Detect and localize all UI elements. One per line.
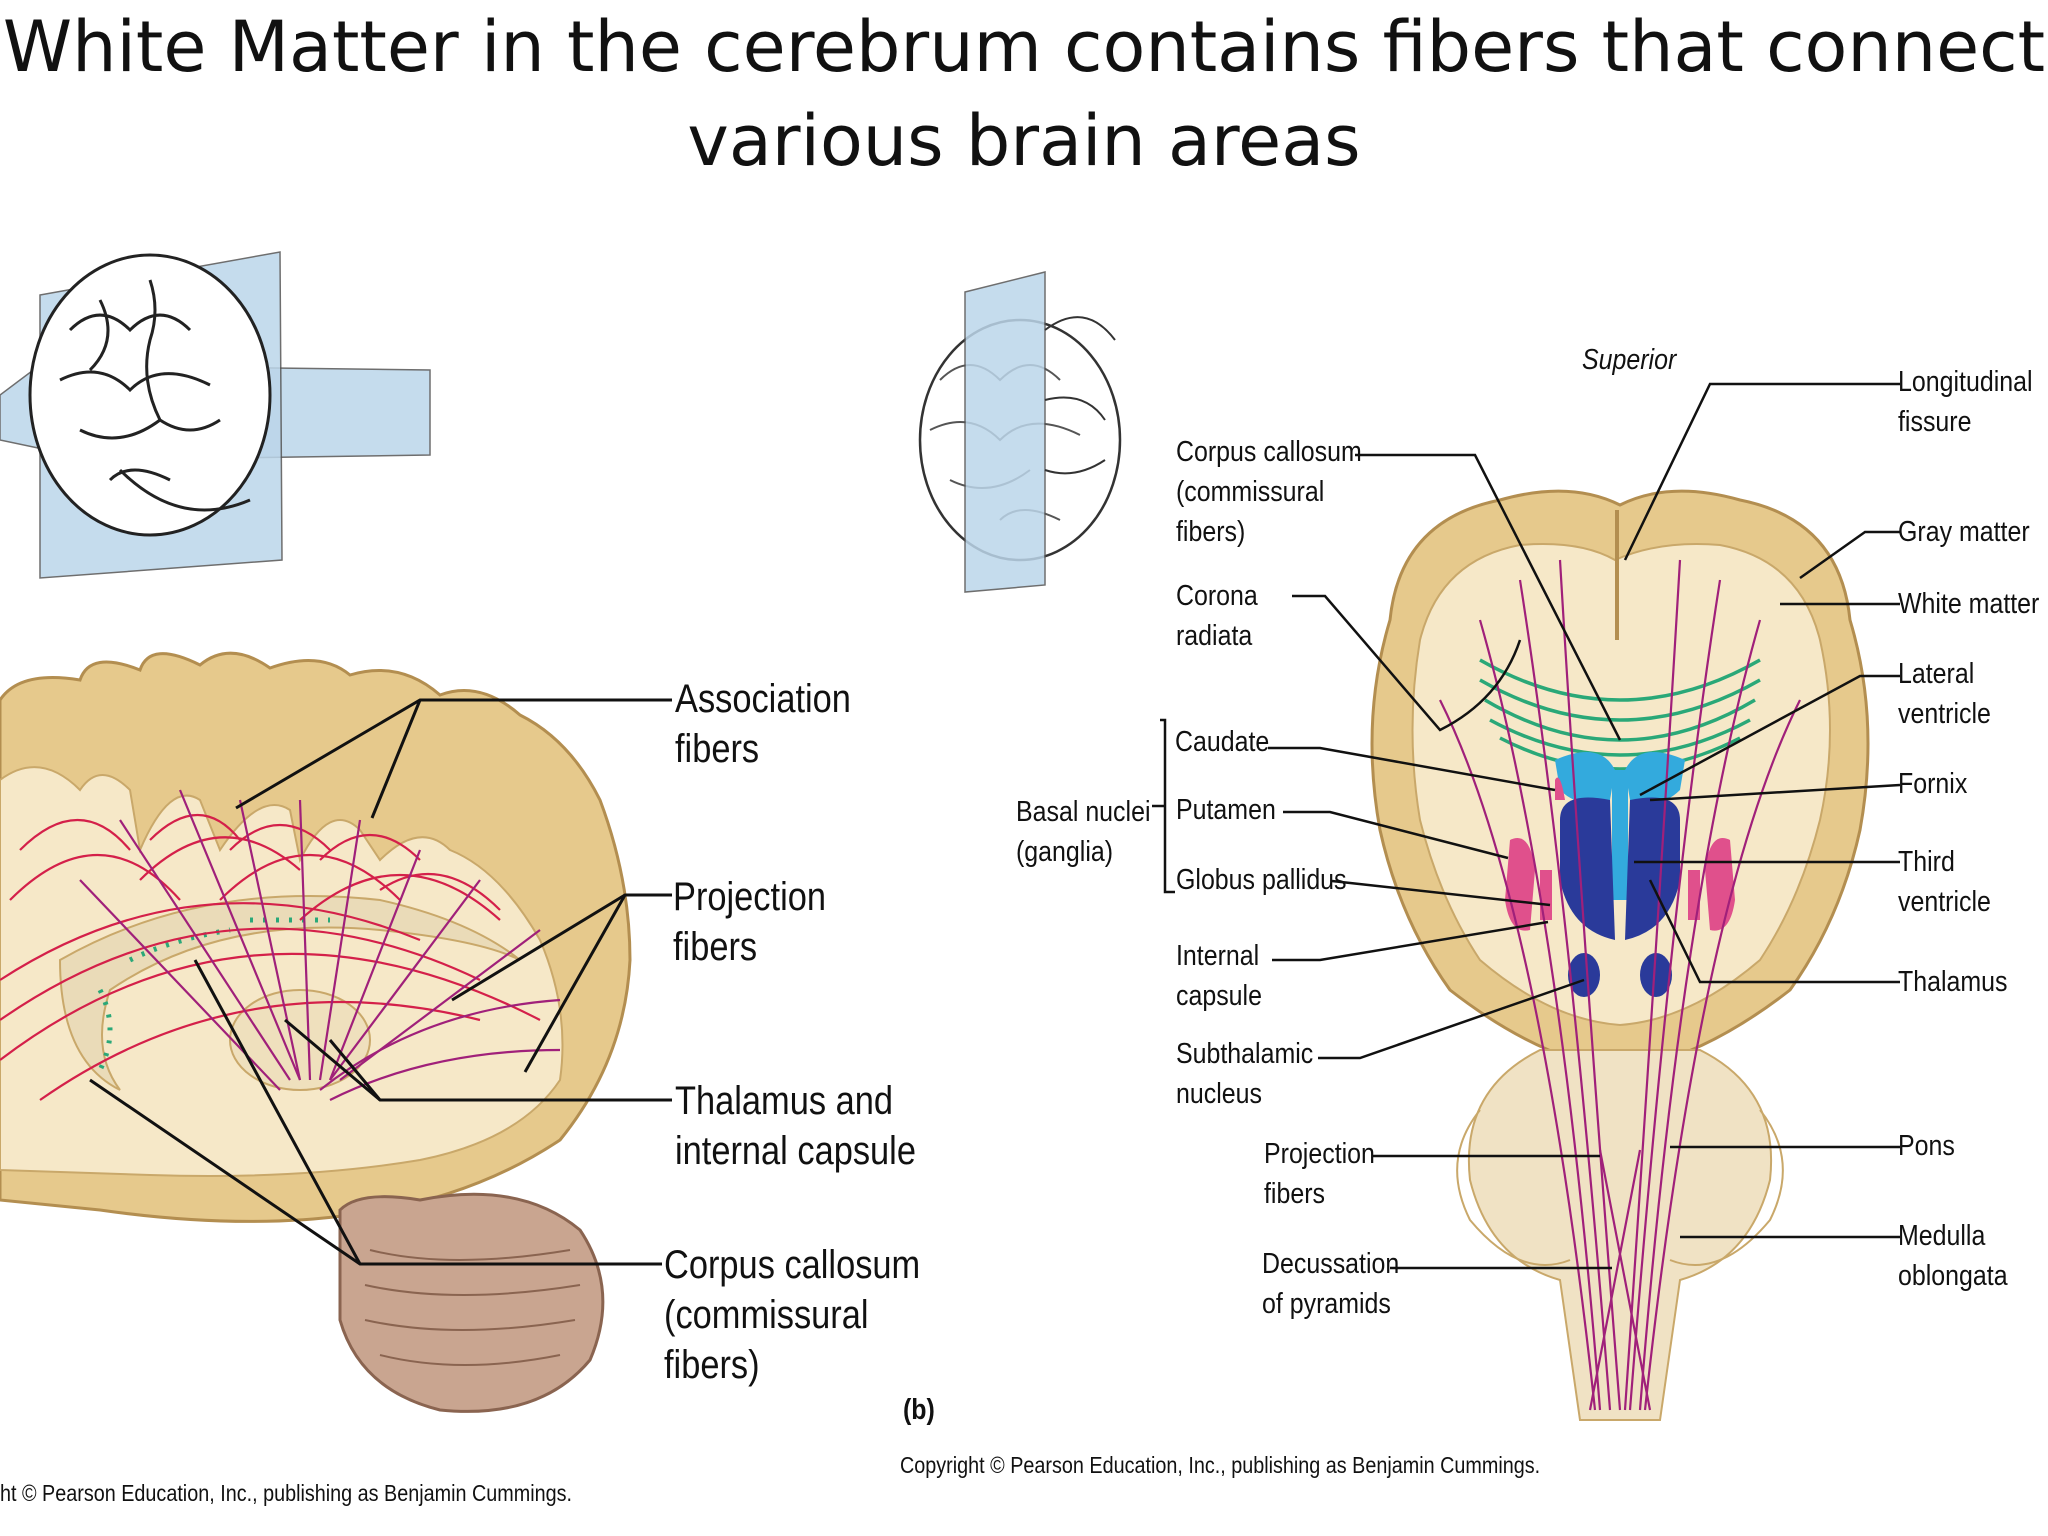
label-lateral-ventricle: Lateral ventricle: [1898, 654, 1991, 734]
label-association-fibers: Association fibers: [675, 674, 851, 774]
label-line: ventricle: [1898, 698, 1991, 730]
copyright-a: ht © Pearson Education, Inc., publishing…: [0, 1480, 573, 1506]
sagittal-brain-section: [0, 651, 632, 1413]
label-line: Third: [1898, 846, 1955, 878]
panel-letter-b: (b): [903, 1394, 935, 1426]
label-thalamus-internal-capsule: Thalamus and internal capsule: [675, 1076, 916, 1176]
label-subthalamic-nucleus: Subthalamic nucleus: [1176, 1034, 1313, 1114]
label-thalamus: Thalamus: [1898, 966, 2008, 998]
label-third-ventricle: Third ventricle: [1898, 842, 1991, 922]
label-line: Thalamus and: [675, 1079, 893, 1123]
label-pons: Pons: [1898, 1130, 1955, 1162]
label-line: Basal nuclei: [1016, 796, 1151, 828]
label-line: Lateral: [1898, 658, 1975, 690]
label-line: internal capsule: [675, 1129, 916, 1173]
label-line: Longitudinal: [1898, 366, 2033, 398]
label-superior: Superior: [1582, 344, 1677, 376]
copyright-b: Copyright © Pearson Education, Inc., pub…: [900, 1452, 1541, 1478]
label-line: ventricle: [1898, 886, 1991, 918]
label-corona-radiata: Corona radiata: [1176, 576, 1258, 656]
label-line: Projection: [1264, 1138, 1375, 1170]
label-line: (commissural: [664, 1293, 869, 1337]
label-medulla-oblongata: Medulla oblongata: [1898, 1216, 2008, 1296]
label-line: Subthalamic: [1176, 1038, 1314, 1070]
label-putamen: Putamen: [1176, 794, 1276, 826]
orientation-brain-b: [918, 271, 1122, 593]
label-line: fibers): [664, 1343, 760, 1387]
label-line: Corona: [1176, 580, 1258, 612]
panel-b-leaders: [1152, 382, 1901, 1270]
label-line: nucleus: [1176, 1078, 1262, 1110]
label-gray-matter: Gray matter: [1898, 516, 2030, 548]
label-line: fibers: [1264, 1178, 1325, 1210]
page-title: White Matter in the cerebrum contains fi…: [0, 0, 2048, 188]
label-line: fibers): [1176, 516, 1246, 548]
label-line: radiata: [1176, 620, 1253, 652]
label-line: (ganglia): [1016, 836, 1114, 868]
label-globus-pallidus: Globus pallidus: [1176, 864, 1347, 896]
label-line: Projection: [673, 875, 826, 919]
label-line: Decussation: [1262, 1248, 1400, 1280]
label-line: (commissural: [1176, 476, 1325, 508]
label-line: Association: [675, 677, 851, 721]
label-basal-nuclei: Basal nuclei (ganglia): [1016, 792, 1150, 872]
label-longitudinal-fissure: Longitudinal fissure: [1898, 362, 2033, 442]
label-line: Medulla: [1898, 1220, 1986, 1252]
orientation-brain-a: [0, 251, 431, 579]
coronal-brain-section: [1370, 489, 1870, 1421]
label-decussation: Decussation of pyramids: [1262, 1244, 1399, 1324]
label-line: Corpus callosum: [664, 1243, 921, 1287]
label-corpus-callosum-a: Corpus callosum (commissural fibers): [664, 1240, 920, 1390]
title-line-1: White Matter in the cerebrum contains fi…: [2, 6, 2046, 88]
label-corpus-callosum-b: Corpus callosum (commissural fibers): [1176, 432, 1362, 552]
label-line: fissure: [1898, 406, 1972, 438]
label-line: oblongata: [1898, 1260, 2008, 1292]
label-line: capsule: [1176, 980, 1262, 1012]
title-line-2: various brain areas: [687, 100, 1361, 182]
label-caudate: Caudate: [1175, 726, 1270, 758]
label-line: Corpus callosum: [1176, 436, 1362, 468]
label-projection-fibers-b: Projection fibers: [1264, 1134, 1375, 1214]
panel-a-leaders: [89, 698, 672, 1266]
label-internal-capsule: Internal capsule: [1176, 936, 1262, 1016]
label-line: Internal: [1176, 940, 1260, 972]
label-line: fibers: [673, 925, 758, 969]
label-white-matter: White matter: [1898, 588, 2040, 620]
label-projection-fibers: Projection fibers: [673, 872, 826, 972]
label-line: of pyramids: [1262, 1288, 1391, 1320]
label-line: fibers: [675, 727, 760, 771]
label-fornix: Fornix: [1898, 768, 1968, 800]
